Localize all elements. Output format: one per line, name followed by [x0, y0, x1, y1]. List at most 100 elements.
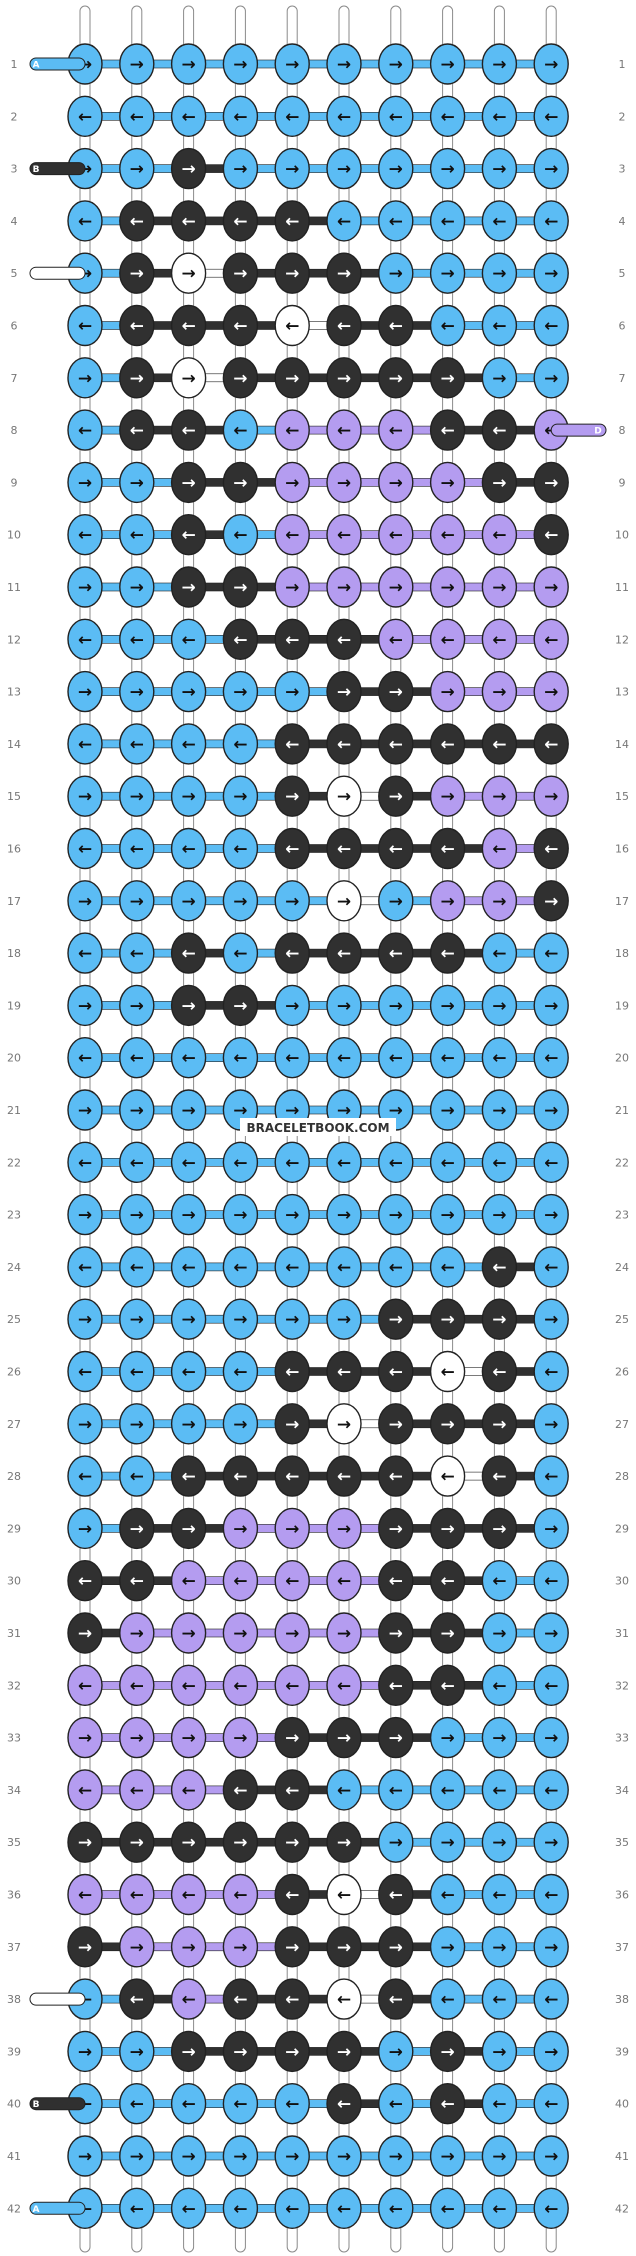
knot: ← — [170, 1559, 207, 1602]
arrow-right-icon: → — [181, 1938, 195, 1958]
knot: ← — [429, 2082, 466, 2125]
knot-oval — [67, 880, 103, 922]
arrow-right-icon: → — [181, 160, 195, 180]
knot-oval — [326, 252, 362, 294]
arrow-left-icon: ← — [389, 1363, 403, 1383]
knot: ← — [222, 304, 259, 347]
arrow-right-icon: → — [233, 1624, 247, 1644]
row-number-right: 34 — [615, 1784, 629, 1797]
row-number-left: 15 — [7, 790, 21, 803]
knot: ← — [170, 95, 207, 138]
arrow-right-icon: → — [337, 996, 351, 1016]
knot-oval — [274, 1769, 310, 1811]
row-number-right: 36 — [615, 1889, 629, 1902]
arrow-right-icon: → — [337, 473, 351, 493]
knot: ← — [481, 2187, 518, 2230]
knot: → — [274, 1298, 310, 1340]
arrow-right-icon: → — [78, 2042, 92, 2062]
knot: ← — [429, 1664, 466, 1707]
arrow-left-icon: ← — [233, 1049, 247, 1069]
knot-oval — [378, 147, 414, 190]
knot: ← — [533, 2187, 569, 2230]
knot-oval — [222, 1978, 259, 2020]
knot: ← — [378, 932, 414, 974]
knot: ← — [533, 723, 569, 765]
arrow-right-icon: → — [233, 369, 247, 389]
arrow-right-icon: → — [78, 1519, 92, 1539]
arrow-right-icon: → — [233, 264, 247, 284]
arrow-right-icon: → — [440, 683, 454, 703]
arrow-right-icon: → — [233, 2147, 247, 2167]
arrow-left-icon: ← — [233, 1886, 247, 1906]
knot-oval — [533, 2135, 569, 2177]
knot-oval — [222, 1036, 259, 1079]
knot-oval — [119, 1926, 155, 1968]
knot: ← — [326, 1664, 362, 1707]
knot: → — [481, 1926, 518, 1968]
knot-oval — [274, 1298, 310, 1340]
arrow-left-icon: ← — [389, 212, 403, 232]
knot-oval — [481, 200, 518, 242]
knot-oval — [481, 827, 518, 870]
knot-oval — [378, 1455, 414, 1497]
knot: → — [429, 1193, 466, 1236]
knot-oval — [378, 1612, 414, 1654]
knot: ← — [222, 1350, 259, 1393]
row-number-right: 42 — [615, 2202, 629, 2215]
knot: ← — [119, 932, 155, 974]
knot-oval — [429, 880, 466, 922]
arrow-right-icon: → — [492, 1833, 506, 1853]
arrow-left-icon: ← — [233, 526, 247, 546]
knot: ← — [533, 1978, 569, 2020]
row-number-left: 9 — [11, 476, 18, 489]
knot: → — [533, 43, 569, 85]
knot: ← — [481, 95, 518, 138]
row-number-right: 12 — [615, 633, 629, 646]
row-number-left: 26 — [7, 1366, 21, 1379]
knot-oval — [326, 618, 362, 660]
arrow-right-icon: → — [285, 787, 299, 807]
knot-oval — [67, 1821, 103, 1863]
arrow-left-icon: ← — [181, 1049, 195, 1069]
row-number-left: 3 — [11, 163, 18, 176]
knot-oval — [481, 95, 518, 138]
row-number-right: 29 — [615, 1522, 629, 1535]
knot-oval — [326, 670, 362, 713]
knot-oval — [222, 723, 259, 765]
strand-label-letter: C — [33, 1996, 40, 2006]
knot: → — [533, 2135, 569, 2177]
knot: ← — [274, 1559, 310, 1602]
knot: → — [378, 43, 414, 85]
arrow-left-icon: ← — [544, 317, 558, 337]
arrow-right-icon: → — [337, 55, 351, 75]
knot-oval — [274, 95, 310, 138]
arrow-left-icon: ← — [337, 1363, 351, 1383]
knot-oval — [222, 775, 259, 817]
arrow-right-icon: → — [440, 2042, 454, 2062]
knot: → — [378, 1298, 414, 1340]
knot: → — [222, 1507, 259, 1550]
knot: ← — [222, 1455, 259, 1497]
knot-oval — [274, 2135, 310, 2177]
knot-oval — [481, 514, 518, 556]
knot: → — [274, 2135, 310, 2177]
arrow-right-icon: → — [389, 1519, 403, 1539]
row-number-left: 42 — [7, 2202, 21, 2215]
arrow-right-icon: → — [285, 1310, 299, 1330]
knot-oval — [429, 200, 466, 242]
knot-oval — [481, 1978, 518, 2020]
knot-oval — [378, 514, 414, 556]
knot: → — [378, 1926, 414, 1968]
arrow-right-icon: → — [492, 369, 506, 389]
arrow-left-icon: ← — [233, 1990, 247, 2010]
knot: ← — [481, 1873, 518, 1916]
arrow-left-icon: ← — [544, 212, 558, 232]
row-number-left: 32 — [7, 1679, 21, 1692]
arrow-right-icon: → — [233, 473, 247, 493]
arrow-left-icon: ← — [337, 1258, 351, 1278]
arrow-left-icon: ← — [440, 1676, 454, 1696]
arrow-left-icon: ← — [337, 107, 351, 127]
arrow-left-icon: ← — [78, 526, 92, 546]
knot: → — [481, 1821, 518, 1863]
knot-oval — [481, 1664, 518, 1707]
